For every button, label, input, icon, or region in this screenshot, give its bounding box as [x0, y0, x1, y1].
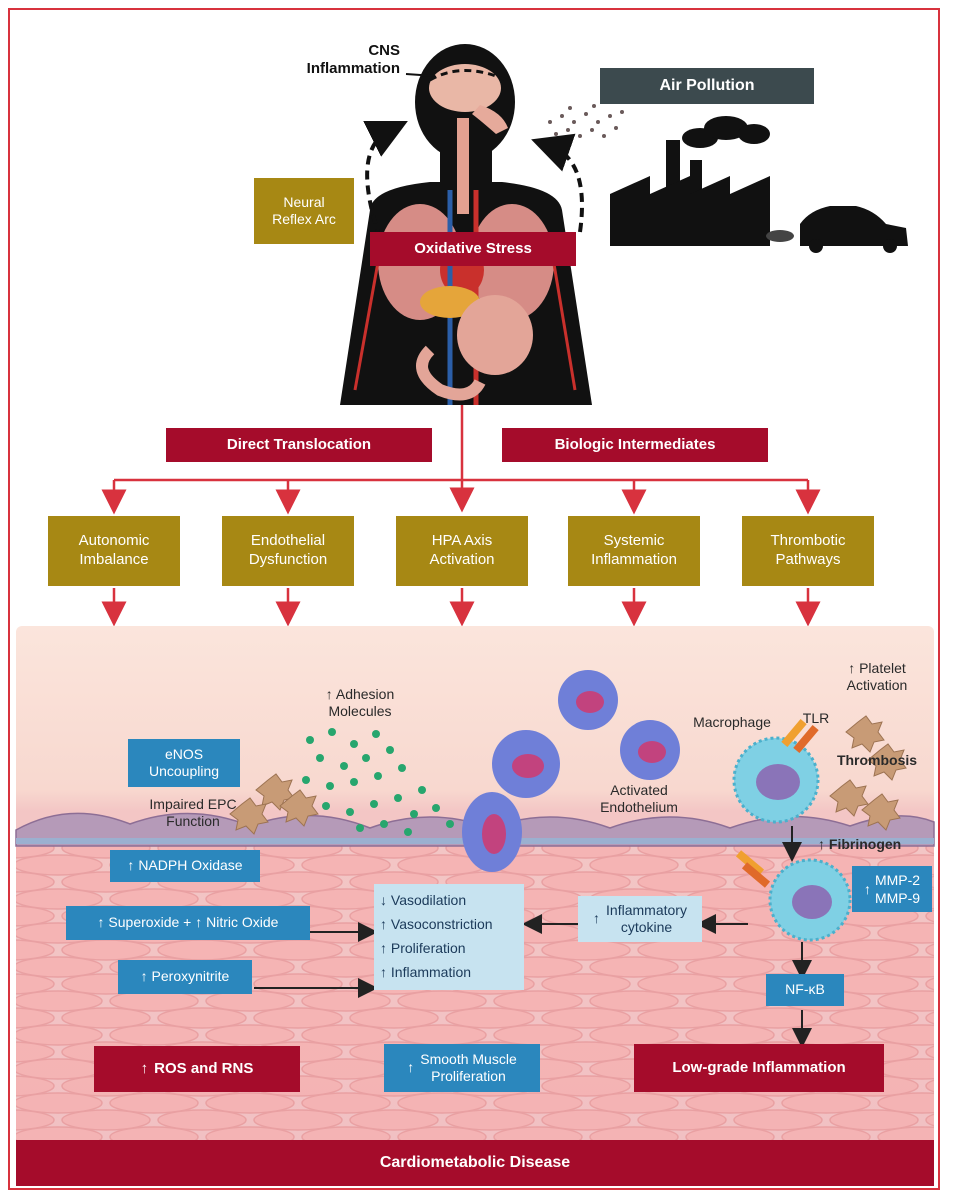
adhesion-molecules-label: ↑ Adhesion Molecules: [325, 686, 395, 719]
up-arrow-icon: ↑: [818, 836, 825, 852]
low-grade-inflammation-box: Low-grade Inflammation: [634, 1044, 884, 1092]
impaired-epc-label: Impaired EPC Function: [149, 796, 237, 829]
direct-translocation-box: Direct Translocation: [166, 428, 432, 462]
up-arrow-icon: ↑: [848, 660, 856, 676]
pathway-endothelial-dysfunction: Endothelial Dysfunction: [222, 516, 354, 586]
superoxide-nitric-oxide-box: ↑ Superoxide + ↑ Nitric Oxide: [66, 906, 310, 940]
effect-vasoconstriction: ↑ Vasoconstriction: [380, 916, 493, 932]
pathway-hpa-axis-activation: HPA Axis Activation: [396, 516, 528, 586]
factory-icon: [610, 116, 770, 246]
cns-inflammation-label: CNS Inflammation: [306, 42, 400, 77]
macrophage-label: Macrophage: [693, 714, 771, 730]
effect-inflammation: ↑ Inflammation: [380, 964, 472, 980]
cardiometabolic-disease-bar: Cardiometabolic Disease: [16, 1140, 934, 1186]
enos-uncoupling-box: eNOS Uncoupling: [128, 739, 240, 787]
air-pollution-box: Air Pollution: [600, 68, 814, 104]
effect-proliferation: ↑ Proliferation: [380, 940, 466, 956]
up-arrow-icon: ↑: [325, 686, 333, 702]
inflammatory-cytokine-box: ↑Inflammatory cytokine: [578, 896, 702, 942]
biologic-intermediates-box: Biologic Intermediates: [502, 428, 768, 462]
adhesion-molecule-dots: [302, 728, 454, 836]
fibrinogen-label: ↑ Fibrinogen: [818, 836, 902, 852]
mmp-box: ↑MMP-2 MMP-9: [852, 866, 932, 912]
car-icon: [766, 206, 908, 253]
leukocyte-icons: [462, 670, 680, 872]
platelet-icons: [229, 715, 907, 835]
pollution-particles-icon: [548, 104, 624, 138]
nadph-oxidase-box: ↑ NADPH Oxidase: [110, 850, 260, 882]
oxidative-stress-box: Oxidative Stress: [370, 232, 576, 266]
thrombosis-label: Thrombosis: [836, 752, 918, 768]
nfkb-box: NF-κB: [766, 974, 844, 1006]
vascular-effects-box: ↓ Vasodilation ↑ Vasoconstriction ↑ Prol…: [374, 884, 524, 990]
neural-reflex-arc-box: Neural Reflex Arc: [254, 178, 354, 244]
pathway-systemic-inflammation: Systemic Inflammation: [568, 516, 700, 586]
activated-endothelium-label: Activated Endothelium: [600, 782, 678, 815]
peroxynitrite-box: ↑ Peroxynitrite: [118, 960, 252, 994]
ros-rns-box: ↑ROS and RNS: [94, 1046, 300, 1092]
diagram-frame: CNS Inflammation Air Pollution Neural Re…: [8, 8, 940, 1190]
human-body-icon: [340, 44, 592, 405]
smooth-muscle-proliferation-box: ↑Smooth Muscle Proliferation: [384, 1044, 540, 1092]
platelet-activation-label: ↑ Platelet Activation: [846, 660, 908, 693]
macrophage-icons: [732, 718, 852, 942]
tlr-label: TLR: [802, 710, 830, 726]
effect-vasodilation: ↓ Vasodilation: [380, 892, 467, 908]
pathway-thrombotic-pathways: Thrombotic Pathways: [742, 516, 874, 586]
pathway-autonomic-imbalance: Autonomic Imbalance: [48, 516, 180, 586]
